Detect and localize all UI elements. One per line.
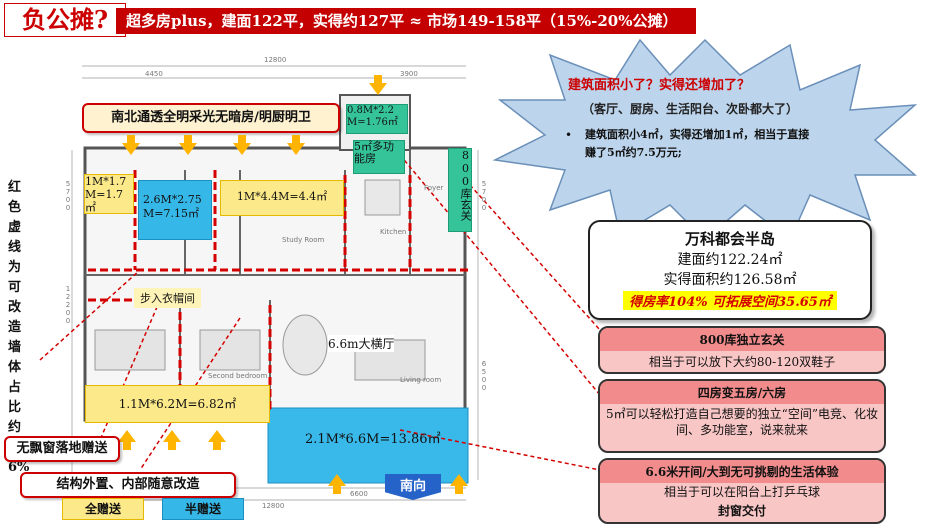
area-label-8: 2.1M*6.6M=13.86㎡ <box>305 432 441 447</box>
arrow-stem <box>213 442 221 450</box>
arrow-up-icon <box>118 430 136 442</box>
room-second-bedroom: Second bedroom <box>208 372 268 380</box>
arrow-up-icon <box>450 474 468 486</box>
dim-bottom-b: 6600 <box>350 490 368 498</box>
arrow-stem <box>333 486 341 494</box>
area-label-1: 1M*1.7 M=1.7㎡ <box>84 174 134 214</box>
dim-right-b: 6500 <box>480 360 488 392</box>
burst-bullet: 建筑面积小4㎡，实得还增加1㎡，相当于直接赚了5㎡约7.5万元; <box>585 128 810 159</box>
arrow-up-icon <box>328 474 346 486</box>
dim-bottom-total: 12800 <box>262 502 285 510</box>
project-gross: 建面约122.24㎡ <box>677 252 783 268</box>
arrow-down-icon <box>369 83 387 95</box>
arrow-stem <box>238 135 246 143</box>
arrow-stem <box>374 75 382 83</box>
area-label-6: 800库玄关 <box>448 148 472 232</box>
arrow-down-icon <box>287 143 305 155</box>
area-label-7: 1.1M*6.2M=6.82㎡ <box>85 385 270 423</box>
arrow-stem <box>292 135 300 143</box>
info-box-foyer: 800库独立玄关 相当于可以放下大约80-120双鞋子 <box>598 326 886 374</box>
dim-top-total: 12800 <box>264 56 287 64</box>
dim-top-left: 4450 <box>145 70 163 78</box>
area-label-3: 1M*4.4M=4.4㎡ <box>220 180 344 216</box>
dim-right-a: 5700 <box>480 180 488 212</box>
living-hall-label: 6.6m大横厅 <box>328 335 395 352</box>
legend-half: 半赠送 <box>162 498 244 520</box>
arrow-stem <box>123 442 131 450</box>
room-study: Study Room <box>282 236 325 244</box>
project-actual: 实得面积约126.58㎡ <box>663 272 797 288</box>
legend-full: 全赠送 <box>62 498 144 520</box>
dim-top-right: 3900 <box>400 70 418 78</box>
arrow-down-icon <box>179 143 197 155</box>
arrow-stem <box>184 135 192 143</box>
arrow-stem <box>168 442 176 450</box>
info-box-head: 6.6米开间/大到无可挑剔的生活体验 <box>600 460 884 483</box>
room-living: Living room <box>400 376 442 384</box>
dim-left-b: 12200 <box>64 285 72 325</box>
room-kitchen: Kitchen <box>380 228 407 236</box>
info-box-head: 四房变五房/六房 <box>600 381 884 404</box>
arrow-stem <box>455 486 463 494</box>
info-box-rooms: 四房变五房/六房 5㎡可以轻松打造自己想要的独立“空间”电竞、化妆间、多功能室，… <box>598 379 886 453</box>
arrow-down-icon <box>122 143 140 155</box>
burst-subtext: （客厅、厨房、生活阳台、次卧都大了） <box>582 102 799 116</box>
room-foyer: Foyer <box>424 184 444 192</box>
arrow-up-icon <box>163 430 181 442</box>
project-ratio: 得房率104% 可拓展空间35.65㎡ <box>623 291 837 310</box>
title-label: 负公摊? <box>4 3 126 37</box>
structure-pill: 结构外置、内部随意改造 <box>20 472 236 498</box>
info-box-body: 相当于可以放下大约80-120双鞋子 <box>648 355 836 369</box>
area-label-5: 5㎡多功能房 <box>353 140 405 174</box>
area-label-2: 2.6M*2.75 M=7.15㎡ <box>138 180 212 240</box>
left-note: 红色虚线为可改造墙体占比约86% <box>8 180 30 475</box>
arrow-down-icon <box>233 143 251 155</box>
burst-question: 建筑面积小了？实得还增加了？ <box>568 78 751 93</box>
project-info-box: 万科都会半岛 建面约122.24㎡ 实得面积约126.58㎡ 得房率104% 可… <box>588 220 872 320</box>
north-south-banner: 南北通透全明采光无暗房/明厨明卫 <box>82 103 340 133</box>
info-box-body: 5㎡可以轻松打造自己想要的独立“空间”电竞、化妆间、多功能室，说来就来 <box>606 407 878 437</box>
arrow-up-icon <box>208 430 226 442</box>
walkin-closet-label: 步入衣帽间 <box>134 288 201 308</box>
info-box-hall: 6.6米开间/大到无可挑剔的生活体验 相当于可以在阳台上打乒乓球 封窗交付 <box>598 458 886 524</box>
title-bar: 超多房plus，建面122平，实得约127平 ≈ 市场149-158平（15%-… <box>116 8 696 34</box>
project-name: 万科都会半岛 <box>684 230 775 248</box>
burst-bullet-icon: • <box>565 128 573 142</box>
arrow-stem <box>127 135 135 143</box>
area-label-4: 0.8M*2.2 M=1.76㎡ <box>346 104 408 134</box>
info-box-body: 相当于可以在阳台上打乒乓球 <box>663 485 820 499</box>
info-box-head: 800库独立玄关 <box>600 328 884 351</box>
bay-window-pill: 无飘窗落地赠送 <box>4 436 120 462</box>
info-box-tail: 封窗交付 <box>717 504 766 518</box>
dim-left-a: 5700 <box>64 180 72 212</box>
